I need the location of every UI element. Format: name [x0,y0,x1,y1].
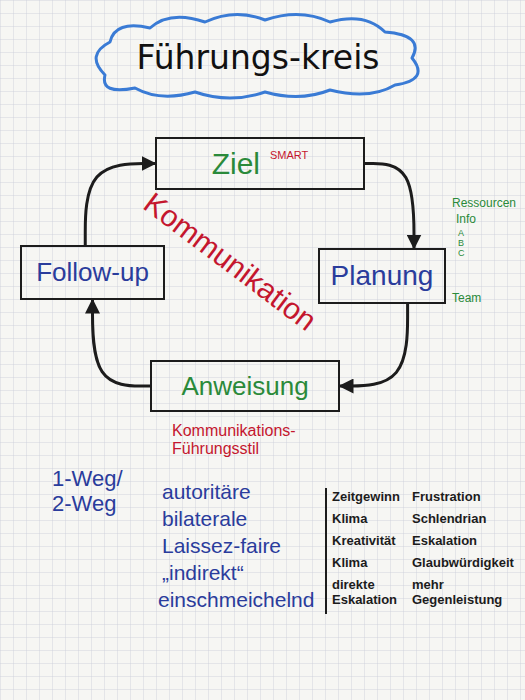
node-label: Ziel [212,147,260,180]
resource-note: C [458,248,465,258]
effect-item: Klima [332,512,367,527]
node-label: Anweisung [181,372,308,401]
style-item: bilaterale [162,507,247,531]
resource-note: Ressourcen [452,197,516,211]
cycle-arrow [340,304,408,386]
node-content: Follow-up [36,258,149,287]
style-item: Laissez-faire [162,534,281,558]
planning-box: Planung [318,248,446,304]
node-annotation: SMART [270,149,308,161]
node-content: Planung [331,261,434,292]
style-item: „indirekt“ [162,561,244,585]
section-heading: Kommunikations- Führungsstil [172,422,322,459]
effect-item: Schlendrian [412,512,486,527]
instruction-box: Anweisung [150,360,340,412]
resource-note: A [458,228,464,238]
resource-note: Info [456,213,476,227]
node-content: Ziel SMART [212,147,309,180]
title-cloud [96,14,418,98]
resource-note: Team [452,292,481,306]
cycle-arrow [93,300,151,386]
cycle-arrow [365,164,414,249]
effect-item: Frustration [412,490,481,505]
goal-box: Ziel SMART [155,137,365,190]
node-label: Follow-up [36,258,149,287]
resource-note: B [458,238,464,248]
title: Führungs-kreis [136,38,379,77]
node-content: Anweisung [181,372,308,401]
divider-line [325,488,327,614]
mode-note: 1-Weg/ 2-Weg [52,466,134,517]
style-item: autoritäre [162,480,251,504]
effect-item: direkte Eskalation [332,578,406,608]
effect-item: Glaubwürdigkeit [412,556,514,571]
effect-item: Eskalation [412,534,477,549]
follow-up-box: Follow-up [20,245,165,300]
effect-item: Zeitgewinn [332,490,400,505]
effect-item: mehr Gegenleistung [412,578,512,608]
effect-item: Klima [332,556,367,571]
effect-item: Kreativität [332,534,396,549]
style-item: einschmeichelnd [158,588,314,612]
node-label: Planung [331,261,434,292]
